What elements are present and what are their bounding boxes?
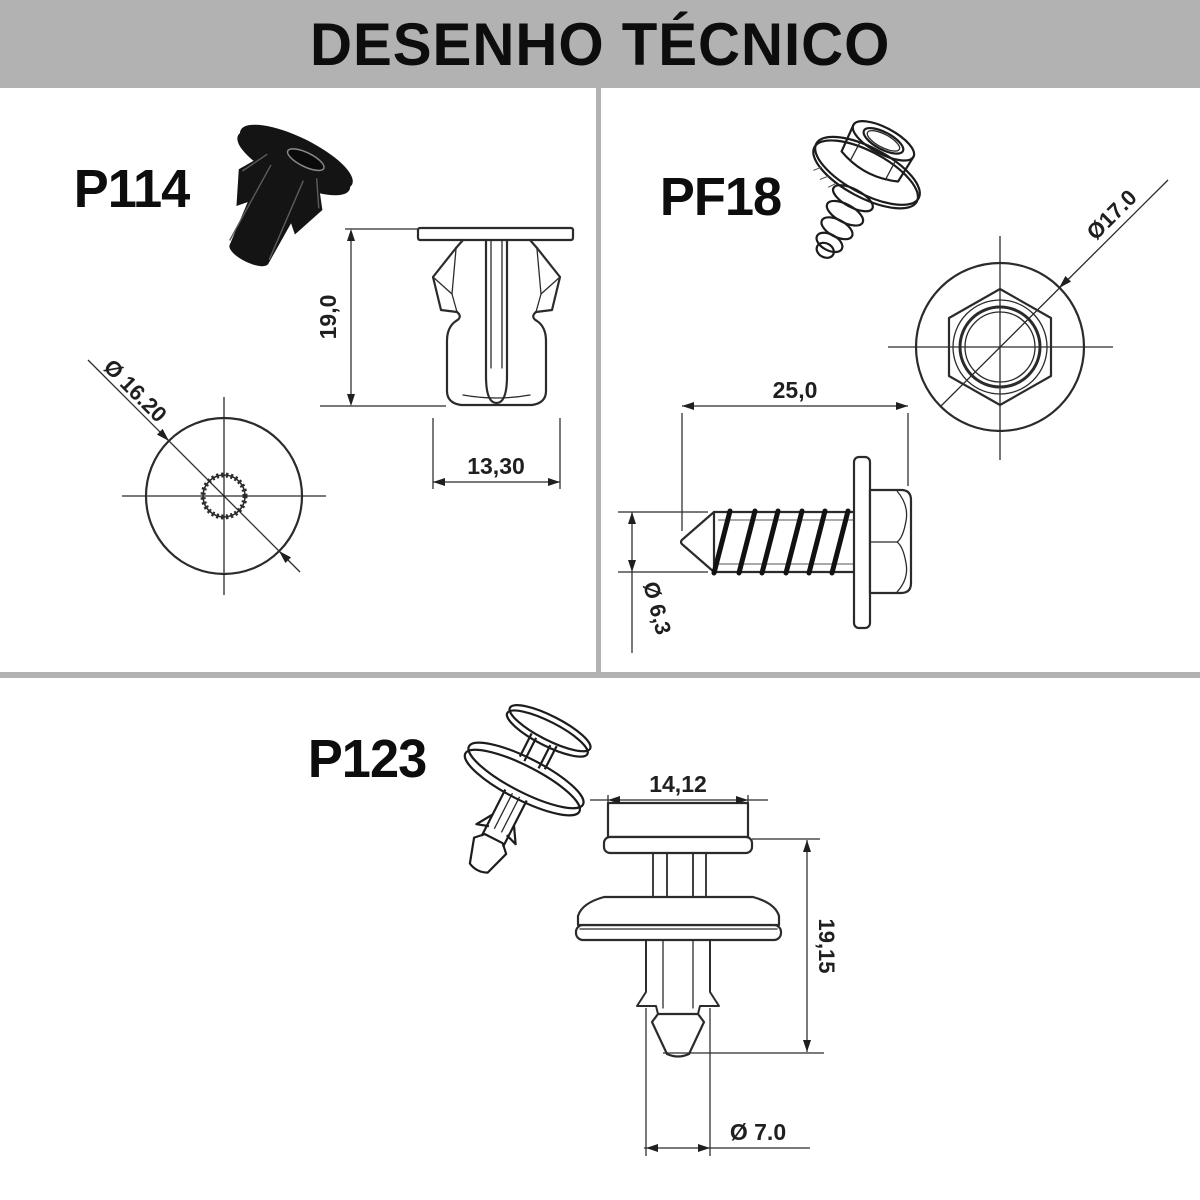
p114-dimensions: 19,0 13,30 xyxy=(315,228,561,489)
pf18-top-view-drawing: Ø17.0 xyxy=(888,179,1169,460)
p123-side-outline xyxy=(574,801,783,1058)
pf18-screw-body xyxy=(812,120,921,259)
p123-dim-shaft-diameter: Ø 7.0 xyxy=(730,1119,786,1145)
part-label-p114: P114 xyxy=(73,159,191,219)
title-banner: DESENHO TÉCNICO xyxy=(0,0,1200,88)
page-title: DESENHO TÉCNICO xyxy=(309,10,891,78)
pf18-side-view-drawing: 25,0 Ø 6,3 xyxy=(618,377,913,653)
p114-top-dimension: Ø 16.20 xyxy=(87,354,301,573)
p114-dim-flange-diameter: Ø 16.20 xyxy=(99,354,172,427)
pf18-threads xyxy=(711,508,851,576)
part-label-pf18: PF18 xyxy=(659,167,782,227)
p114-side-view-drawing: 19,0 13,30 xyxy=(315,226,575,489)
p123-side-view-drawing: 14,12 19,15 Ø 7.0 xyxy=(574,771,839,1156)
vertical-divider xyxy=(596,88,601,673)
p114-photo-render xyxy=(229,124,353,267)
p114-clip-body xyxy=(229,124,353,267)
pf18-photo-render xyxy=(812,120,921,259)
p114-dim-width: 13,30 xyxy=(467,453,525,479)
horizontal-divider xyxy=(0,672,1200,678)
p114-side-outline xyxy=(416,226,575,407)
pf18-dim-thread-diameter: Ø 6,3 xyxy=(638,579,676,637)
p123-dimensions: 14,12 19,15 Ø 7.0 xyxy=(590,771,839,1156)
p114-top-view-drawing: Ø 16.20 xyxy=(87,354,326,595)
pf18-top-dimension: Ø17.0 xyxy=(940,179,1169,407)
p123-dim-cap-width: 14,12 xyxy=(649,771,707,797)
pf18-dim-length: 25,0 xyxy=(773,377,818,403)
p123-dim-height: 19,15 xyxy=(814,918,839,973)
p114-dim-height: 19,0 xyxy=(315,295,341,340)
part-label-p123: P123 xyxy=(307,729,427,789)
p123-clip-body xyxy=(463,704,592,874)
p123-photo-render xyxy=(463,704,592,874)
pf18-side-outline xyxy=(679,455,913,630)
